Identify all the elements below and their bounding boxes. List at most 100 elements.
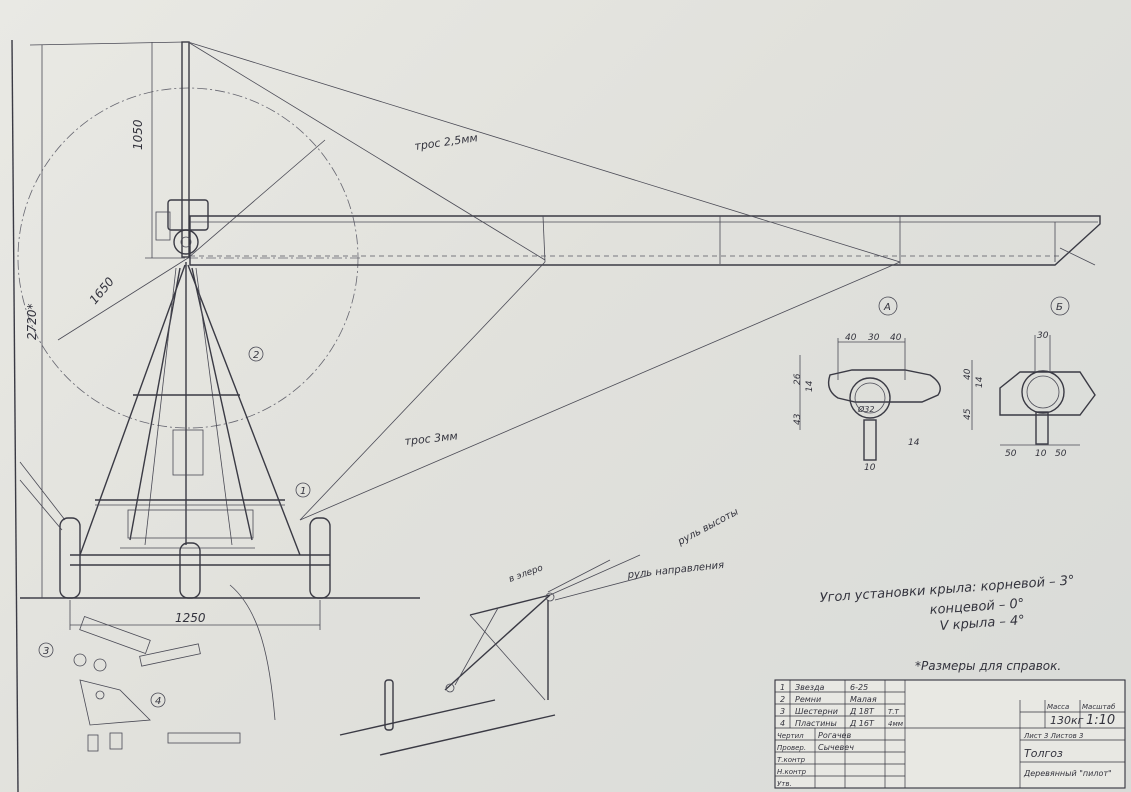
pointer-curve xyxy=(229,584,276,721)
callout-3-circle xyxy=(38,642,54,658)
sec-a-dim-3: 40 xyxy=(890,333,902,343)
callout-1-circle xyxy=(295,482,311,498)
part-plate-hole xyxy=(95,690,105,700)
tb-mass-label: Масса xyxy=(1047,703,1069,711)
sec-a-dim-7: Ø32 xyxy=(857,404,874,414)
callout-3: 3 xyxy=(43,646,49,657)
control-assembly xyxy=(339,554,651,756)
tb-role-1: Чертил xyxy=(777,732,804,740)
sec-b-dim-2: 40 xyxy=(963,368,973,380)
engine xyxy=(167,199,209,231)
tb-row3-name: Шестерни xyxy=(795,707,838,716)
tb-row3-qty: Т.Т xyxy=(888,708,900,716)
control-altitude-label: руль высоты xyxy=(675,507,740,549)
sec-b-dim-5: 50 xyxy=(1005,449,1017,459)
tb-row1-mark: 6-25 xyxy=(850,683,868,692)
parts-group xyxy=(73,615,241,752)
callout-4-circle xyxy=(150,692,166,708)
sec-a-dim-2: 30 xyxy=(868,333,880,343)
tb-row2-n: 2 xyxy=(780,695,785,704)
part-gear-2 xyxy=(93,658,107,672)
section-a-circle xyxy=(878,296,898,316)
part-rod xyxy=(139,643,201,667)
tb-row2-name: Ремни xyxy=(795,695,821,704)
engine-side xyxy=(155,211,171,241)
tb-role-3: Т.контр xyxy=(777,756,806,764)
part-bushing xyxy=(109,732,123,750)
ctrl-cable-1 xyxy=(549,554,641,596)
part-bracket xyxy=(79,615,151,655)
ctrl-arm-1 xyxy=(444,594,551,691)
tb-role-5: Утв. xyxy=(777,780,792,788)
frame-strut-a xyxy=(144,267,177,546)
wing-boom xyxy=(189,215,1101,266)
section-b-letter: Б xyxy=(1056,302,1063,313)
ctrl-diag-2 xyxy=(454,607,499,686)
sec-a-dim-6: 43 xyxy=(793,413,803,425)
tb-row2-mark: Малая xyxy=(850,695,877,704)
callout-2-circle xyxy=(248,346,264,362)
wing-rib-1 xyxy=(542,215,546,263)
ctrl-pivot xyxy=(445,683,455,693)
callout-1: 1 xyxy=(300,486,306,497)
section-b-stem xyxy=(1035,411,1049,445)
section-view-b xyxy=(971,296,1096,446)
callout-4: 4 xyxy=(155,696,161,707)
cable-upper-label: трос 2,5мм xyxy=(414,131,479,153)
gearbox-hub xyxy=(180,236,192,248)
wheel-left xyxy=(59,517,81,599)
sec-a-dim-8: 10 xyxy=(864,463,876,473)
mast xyxy=(181,41,190,258)
ctrl-diag xyxy=(469,614,546,701)
cable-lower-label: трос 3мм xyxy=(404,429,458,447)
tb-row4-n: 4 xyxy=(780,719,785,728)
section-a-plate xyxy=(827,369,941,403)
control-elevator-label: в элеро xyxy=(508,563,545,585)
section-b-plate xyxy=(999,371,1096,416)
tb-scale-label: Масштаб xyxy=(1082,703,1116,711)
tb-name-2: Сычевеч xyxy=(818,743,854,752)
sec-b-dim-3: 14 xyxy=(975,376,985,388)
sec-a-dim-9: 14 xyxy=(908,438,920,448)
ctrl-base-2 xyxy=(379,714,556,756)
wheel-right xyxy=(309,517,331,599)
tb-row1-name: Звезда xyxy=(795,683,825,692)
tb-row3-n: 3 xyxy=(780,707,785,716)
sec-a-dim-4: 26 xyxy=(793,373,803,385)
mast-dim-label: 1050 xyxy=(131,119,145,150)
sec-b-dim-1: 30 xyxy=(1037,331,1049,341)
note-v-wing: V крыла – 4° xyxy=(939,613,1025,634)
ctrl-cable-3 xyxy=(547,559,611,593)
section-view-a xyxy=(799,296,941,461)
frame-leg-left-outer xyxy=(79,264,186,556)
rotor-radius-line-2 xyxy=(187,139,326,259)
part-gear-1 xyxy=(73,653,87,667)
part-plate xyxy=(79,679,151,726)
part-bolt xyxy=(87,734,99,752)
sec-b-dim-6: 10 xyxy=(1035,449,1047,459)
frame-leg-right-outer xyxy=(187,264,301,556)
tb-row3-mark: Д 18Т xyxy=(849,707,875,716)
sec-a-dim-5: 14 xyxy=(805,380,815,392)
rotor-dim-label: 1650 xyxy=(87,274,118,307)
tb-row4-mark: Д 16Т xyxy=(849,719,875,728)
section-a-letter: А xyxy=(883,302,891,313)
sec-b-dim-7: 50 xyxy=(1055,449,1067,459)
cable-low-2 xyxy=(299,261,901,521)
control-rudder-label: руль направления xyxy=(626,560,725,581)
cable-to-rib3 xyxy=(187,41,901,263)
tb-scale: 1:10 xyxy=(1086,713,1115,728)
callout-2: 2 xyxy=(253,350,259,361)
part-tube xyxy=(167,732,241,744)
section-a-bore-outer xyxy=(849,377,891,419)
tb-title: Толгоз xyxy=(1024,747,1063,760)
tb-name-1: Рогачев xyxy=(818,731,851,740)
left-strut-stub-2 xyxy=(19,479,63,531)
tb-row4-name: Пластины xyxy=(795,719,837,728)
ctrl-base-1 xyxy=(339,699,496,736)
ctrl-pivot-2 xyxy=(545,592,555,602)
frame-border-left xyxy=(11,39,19,792)
gearbox-wheel xyxy=(173,229,199,255)
